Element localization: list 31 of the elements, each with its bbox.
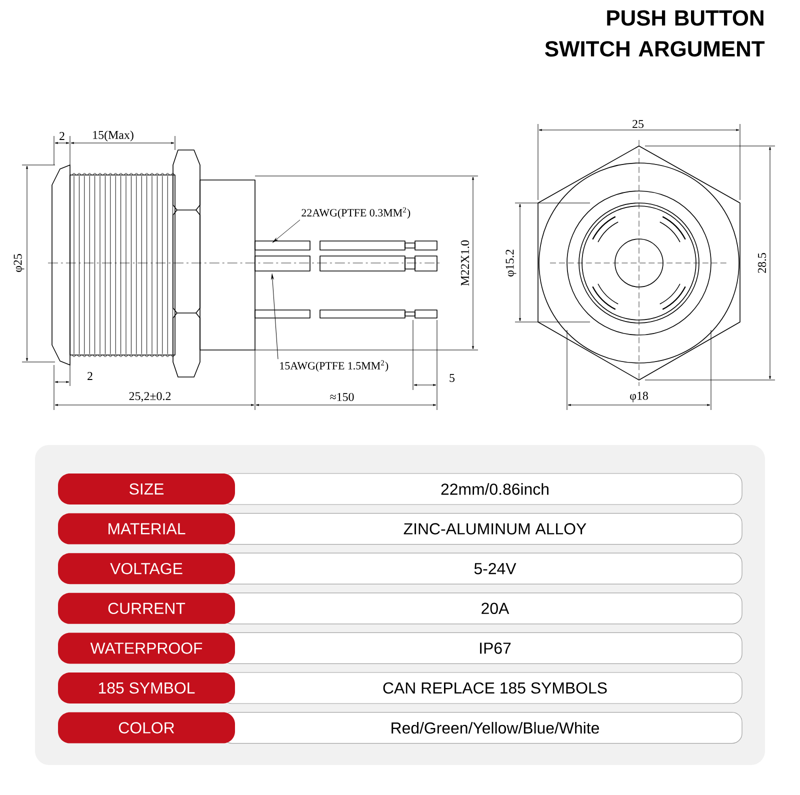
dimension-label: 15(Max) — [91, 130, 135, 142]
dimension-label: 25,2±0.2 — [128, 391, 172, 403]
dimension-label: 2 — [58, 131, 66, 141]
spec-label: 185 SYMBOL — [58, 672, 235, 704]
spec-label: CURRENT — [58, 592, 235, 624]
dimension-label: φ25 — [12, 252, 26, 274]
spec-value: 22mm/0.86inch — [222, 473, 742, 505]
spec-label: WATERPROOF — [58, 632, 235, 664]
dimension-label: φ18 — [628, 390, 650, 404]
title: PUSH BUTTON SWITCH ARGUMENT — [545, 10, 765, 57]
spec-value: Red/Green/Yellow/Blue/White — [222, 712, 742, 744]
wire-label: 22AWG(PTFE 0.3MM$^{2}$) — [302, 207, 410, 219]
spec-label: VOLTAGE — [58, 553, 235, 584]
dimension-label: 5 — [448, 373, 456, 383]
dimension-label: ≈150 — [328, 392, 356, 402]
spec-value: ZINC-ALUMINUM ALLOY — [222, 513, 742, 545]
dimension-label: φ15.2 — [504, 248, 518, 278]
spec-label: COLOR — [58, 712, 235, 744]
dimension-label: M22X1.0 — [460, 238, 470, 288]
spec-label: MATERIAL — [58, 513, 235, 544]
dimension-label: 28.5 — [756, 252, 768, 274]
spec-label: SIZE — [58, 474, 235, 504]
dimension-label: 25 — [631, 118, 645, 129]
wire-label: 15AWG(PTFE 1.5MM$^{2}$) — [280, 360, 388, 372]
leader-line — [272, 220, 300, 242]
dimension-label: 2 — [86, 371, 94, 381]
spec-value: CAN REPLACE 185 SYMBOLS — [222, 672, 742, 704]
spec-value: IP67 — [222, 632, 742, 664]
spec-value: 20A — [222, 592, 742, 624]
leader-line — [271, 274, 278, 360]
spec-value: 5-24V — [222, 552, 742, 584]
